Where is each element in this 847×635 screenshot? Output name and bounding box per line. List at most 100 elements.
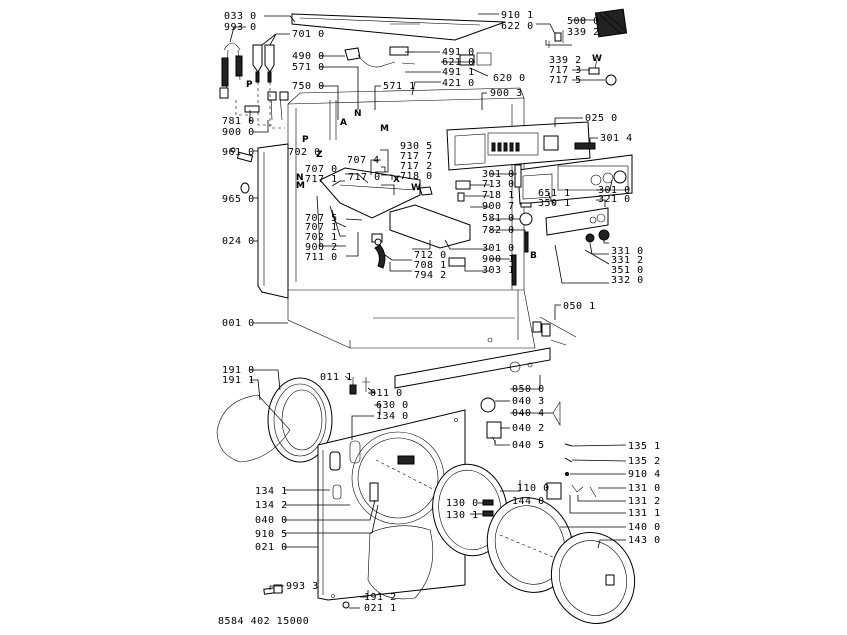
connector-letter: N [354,109,362,119]
part-label: 303 1 [482,265,515,276]
connector-letter: P [302,135,309,145]
part-labels: 033 0 993 0 701 0 490 0 571 0 491 0 621 … [222,10,661,614]
part-label: 961 0 [222,147,255,158]
detergent-dispenser-part [319,167,471,269]
drain-hose-part [263,584,283,595]
part-label: 717 2 [400,161,433,172]
part-label: 301 0 [482,169,515,180]
part-label: 001 0 [222,318,255,329]
part-label: 571 1 [383,81,416,92]
part-label: 651 1 [538,188,571,199]
part-label: 717 0 [348,172,381,183]
part-label: 707 4 [347,155,380,166]
door-cover-part [367,525,434,600]
hinge-bracket-part [511,254,517,286]
connector-letter: P [246,80,253,90]
part-label: 332 0 [611,275,644,286]
part-label: 900 1 [482,254,515,265]
part-label: 321 0 [598,194,631,205]
part-label: 707 0 [305,164,338,175]
kickplate-part [394,347,551,389]
part-label: 301 4 [600,133,633,144]
part-label: 571 0 [292,62,325,73]
part-label: 712 0 [414,250,447,261]
part-label: 350 1 [538,198,571,209]
door-switch-part [419,180,471,202]
part-label: 331 0 [611,246,644,257]
part-label: 717 7 [400,151,433,162]
shock-absorber-pin-part [230,147,254,194]
part-label: 707 1 [305,222,338,233]
part-label: 143 0 [628,535,661,546]
document-code: 8584 402 15000 [218,616,310,627]
connector-letter: N [296,173,304,183]
part-label: 630 0 [376,400,409,411]
door-hinge-part [546,443,597,500]
part-label: 011 1 [320,372,353,383]
connector-letter: A [340,118,347,128]
part-label: 331 2 [611,255,644,266]
door-gasket-part [267,377,333,463]
part-label: 301 0 [482,243,515,254]
screw-part [342,601,350,609]
connector-letter: M [296,181,305,191]
part-label: 351 0 [611,265,644,276]
button-panel-part [545,207,610,243]
bracket-part [448,257,466,267]
part-label: 900 2 [305,242,338,253]
part-label: 033 0 [224,11,257,22]
part-label: 794 2 [414,270,447,281]
part-label: 301 0 [598,185,631,196]
inlet-valve-part [252,44,289,121]
part-label: 135 1 [628,441,661,452]
part-label: 191 1 [222,375,255,386]
part-label: 130 0 [446,498,479,509]
pump-filter-part [480,397,561,444]
door-outer-ring-part [550,532,636,624]
pressure-switch-part [459,52,492,66]
service-flap-part [532,316,577,346]
leader-lines [229,13,627,609]
wiring-harness-part [344,46,416,68]
part-label: 718 1 [482,190,515,201]
thermostat-part [588,59,617,86]
part-label: 910 4 [628,469,661,480]
part-label: 134 1 [255,486,288,497]
part-label: 581 0 [482,213,515,224]
feet-part [349,377,370,395]
part-label: 993 0 [224,22,257,33]
part-label: 900 0 [222,127,255,138]
part-label: 050 1 [563,301,596,312]
part-label: 134 0 [376,411,409,422]
part-label: 717 5 [549,75,582,86]
connector-letter: B [530,251,537,261]
gasket-cover-part [216,394,291,463]
led-board-part [574,142,596,150]
connector-letter: X [393,175,400,185]
part-label: 021 0 [255,542,288,553]
side-panel-part [257,143,289,299]
part-label: 040 3 [512,396,545,407]
part-label: 702 0 [288,147,321,158]
part-label: 993 3 [286,581,319,592]
part-label: 021 1 [364,603,397,614]
part-label: 622 0 [501,21,534,32]
part-label: 713 0 [482,179,515,190]
part-label: 140 0 [628,522,661,533]
part-label: 900 7 [482,201,515,212]
part-label: 717 3 [549,65,582,76]
part-label: 701 0 [292,29,325,40]
inlet-hose-part [219,42,243,99]
part-label: 711 0 [305,252,338,263]
front-panel-part [317,409,466,601]
hose-clamp-part [244,105,260,113]
part-label: 011 0 [370,388,403,399]
panel-trim-part [514,164,522,188]
part-label: 621 0 [442,57,475,68]
part-label: 910 5 [255,529,288,540]
part-label: 930 5 [400,141,433,152]
part-label: 718 0 [400,171,433,182]
part-label: 040 0 [255,515,288,526]
part-label: 191 0 [222,365,255,376]
